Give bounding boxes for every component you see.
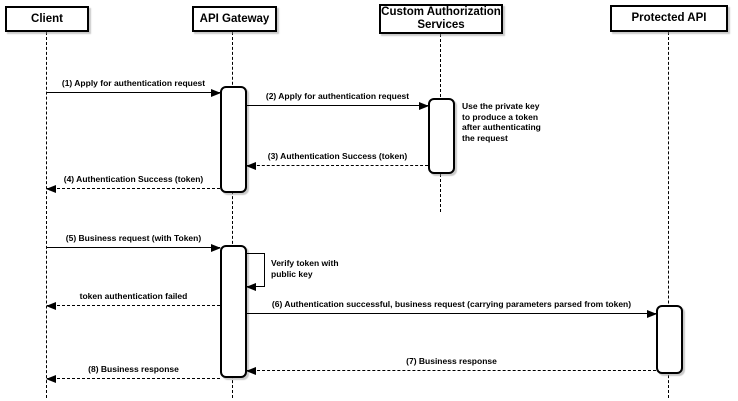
arrowhead-left-icon [46, 302, 56, 310]
activation-api-gateway-business [220, 245, 247, 378]
arrowhead-left-icon [46, 185, 56, 193]
message-6-arrow-line [247, 310, 657, 318]
message-8-arrow-line [46, 375, 220, 383]
message-5-arrow-line [47, 244, 221, 252]
self-message-line-top [247, 253, 265, 254]
message-2-label: (2) Apply for authentication request [265, 91, 410, 101]
message-token-auth-failed-arrow-line [46, 302, 220, 310]
actor-label-protected-api: Protected API [631, 12, 707, 24]
self-message-verify-token: Verify token with public key [246, 253, 339, 291]
message-6-label: (6) Authentication successful, business … [271, 299, 632, 309]
self-message-line-side [264, 253, 265, 287]
arrowhead-right-icon [211, 89, 221, 97]
arrowhead-right-icon [647, 310, 657, 318]
lifeline-protected-api [668, 32, 669, 398]
message-1-arrow-line [47, 89, 221, 97]
arrowhead-left-icon [46, 375, 56, 383]
message-3-arrow-line [246, 162, 428, 170]
message-7-label: (7) Business response [406, 356, 497, 366]
activation-api-gateway-auth [220, 86, 247, 193]
message-2-arrow-line [247, 102, 429, 110]
activation-custom-authorization-services [428, 98, 455, 174]
message-7-arrow-line [246, 367, 656, 375]
arrowhead-left-icon [246, 367, 256, 375]
self-message-line-bottom [246, 283, 265, 291]
message-4-label: (4) Authentication Success (token) [63, 174, 204, 184]
note-private-key: Use the private key to produce a token a… [462, 101, 541, 143]
self-message-label: Verify token with public key [271, 258, 339, 279]
arrowhead-left-icon [246, 283, 256, 291]
arrowhead-right-icon [419, 102, 429, 110]
message-3-label: (3) Authentication Success (token) [267, 151, 408, 161]
actor-box-api-gateway: API Gateway [192, 6, 277, 32]
arrowhead-left-icon [246, 162, 256, 170]
message-4-arrow-line [46, 185, 220, 193]
arrowhead-right-icon [211, 244, 221, 252]
actor-box-protected-api: Protected API [610, 5, 728, 32]
message-1-label: (1) Apply for authentication request [61, 78, 206, 88]
actor-box-client: Client [5, 6, 89, 32]
message-8-label: (8) Business response [88, 364, 179, 374]
lifeline-client [46, 32, 47, 398]
actor-label-custom-authorization-services: Custom Authorization Services [381, 6, 501, 31]
actor-box-custom-authorization-services: Custom Authorization Services [379, 4, 503, 34]
activation-protected-api [656, 305, 683, 374]
message-5-label: (5) Business request (with Token) [65, 233, 202, 243]
lifeline-api-gateway [232, 32, 233, 398]
actor-label-client: Client [31, 12, 63, 25]
message-token-auth-failed-label: token authentication failed [79, 291, 188, 301]
actor-label-api-gateway: API Gateway [199, 12, 270, 25]
